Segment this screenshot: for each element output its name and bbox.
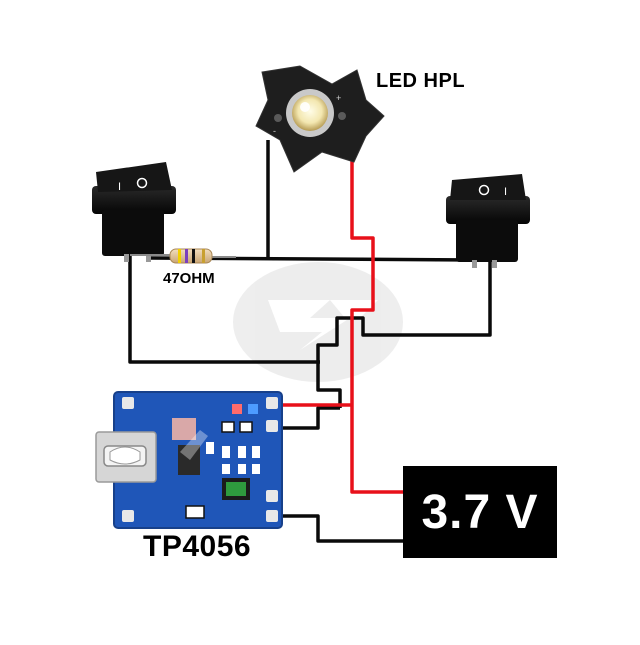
micro-usb-port — [95, 431, 157, 483]
svg-text:+: + — [336, 93, 341, 103]
svg-text:I: I — [118, 181, 121, 193]
positive-wires — [280, 108, 405, 494]
tp4056-board — [95, 391, 283, 529]
svg-text:-: - — [273, 126, 276, 136]
led-star-board: + - — [255, 65, 385, 173]
module-label: TP4056 — [143, 530, 252, 563]
resistor — [130, 248, 236, 264]
battery-label: 3.7 V — [421, 485, 539, 539]
svg-text:I: I — [504, 186, 507, 198]
resistor-label: 47OHM — [163, 270, 215, 287]
right-rocker-switch: I — [446, 174, 530, 268]
battery: 3.7 V — [403, 466, 557, 558]
led-label: LED HPL — [376, 70, 466, 92]
left-rocker-switch: I — [92, 162, 176, 262]
